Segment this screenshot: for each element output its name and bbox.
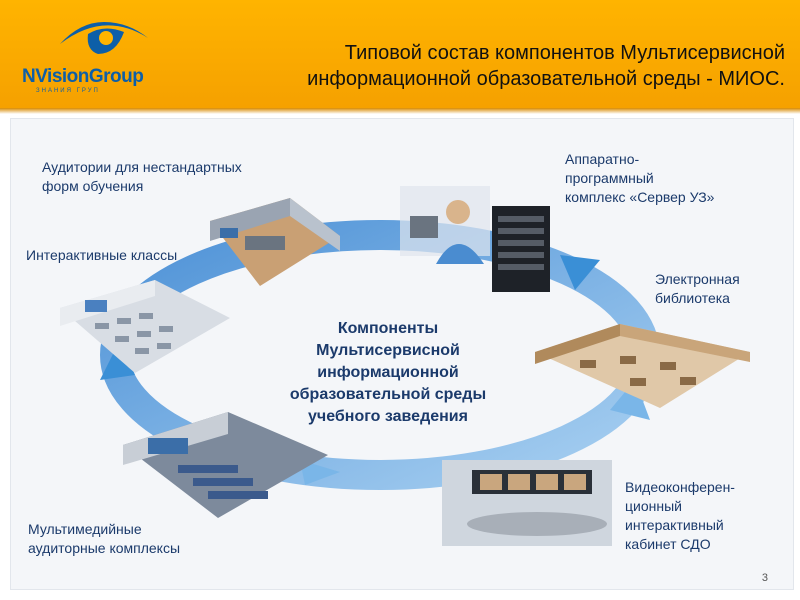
- label-line: интерактивный: [625, 516, 735, 535]
- page-number: 3: [762, 572, 768, 584]
- label-line: Аппаратно-: [565, 150, 714, 169]
- videoconference-room-illustration: [442, 460, 612, 546]
- label-server-complex: Аппаратно- программный комплекс «Сервер …: [565, 150, 714, 207]
- center-line-3: информационной: [268, 362, 508, 384]
- label-line: Электронная: [655, 270, 740, 289]
- label-line: аудиторные комплексы: [28, 539, 180, 558]
- label-line: ционный: [625, 497, 735, 516]
- label-line: библиотека: [655, 289, 740, 308]
- label-line: комплекс «Сервер УЗ»: [565, 188, 714, 207]
- center-line-4: образовательной среды: [268, 384, 508, 406]
- center-line-1: Компоненты: [268, 318, 508, 340]
- label-line: программный: [565, 169, 714, 188]
- nonstandard-auditorium-illustration: [200, 196, 345, 288]
- label-nonstandard-auditoriums: Аудитории для нестандартных форм обучени…: [42, 158, 242, 196]
- label-line: Интерактивные классы: [26, 246, 177, 265]
- label-line: Аудитории для нестандартных: [42, 158, 242, 177]
- server-complex-illustration: [400, 186, 560, 294]
- label-line: Видеоконферен-: [625, 478, 735, 497]
- label-interactive-classes: Интерактивные классы: [26, 246, 177, 265]
- label-videoconference-room: Видеоконферен- ционный интерактивный каб…: [625, 478, 735, 554]
- label-multimedia-auditoriums: Мультимедийные аудиторные комплексы: [28, 520, 180, 558]
- label-line: Мультимедийные: [28, 520, 180, 539]
- center-caption: Компоненты Мультисервисной информационно…: [268, 318, 508, 428]
- label-line: форм обучения: [42, 177, 242, 196]
- label-line: кабинет СДО: [625, 535, 735, 554]
- electronic-library-illustration: [530, 322, 755, 410]
- interactive-classroom-illustration: [55, 278, 235, 378]
- center-line-2: Мультисервисной: [268, 340, 508, 362]
- label-electronic-library: Электронная библиотека: [655, 270, 740, 308]
- center-line-5: учебного заведения: [268, 406, 508, 428]
